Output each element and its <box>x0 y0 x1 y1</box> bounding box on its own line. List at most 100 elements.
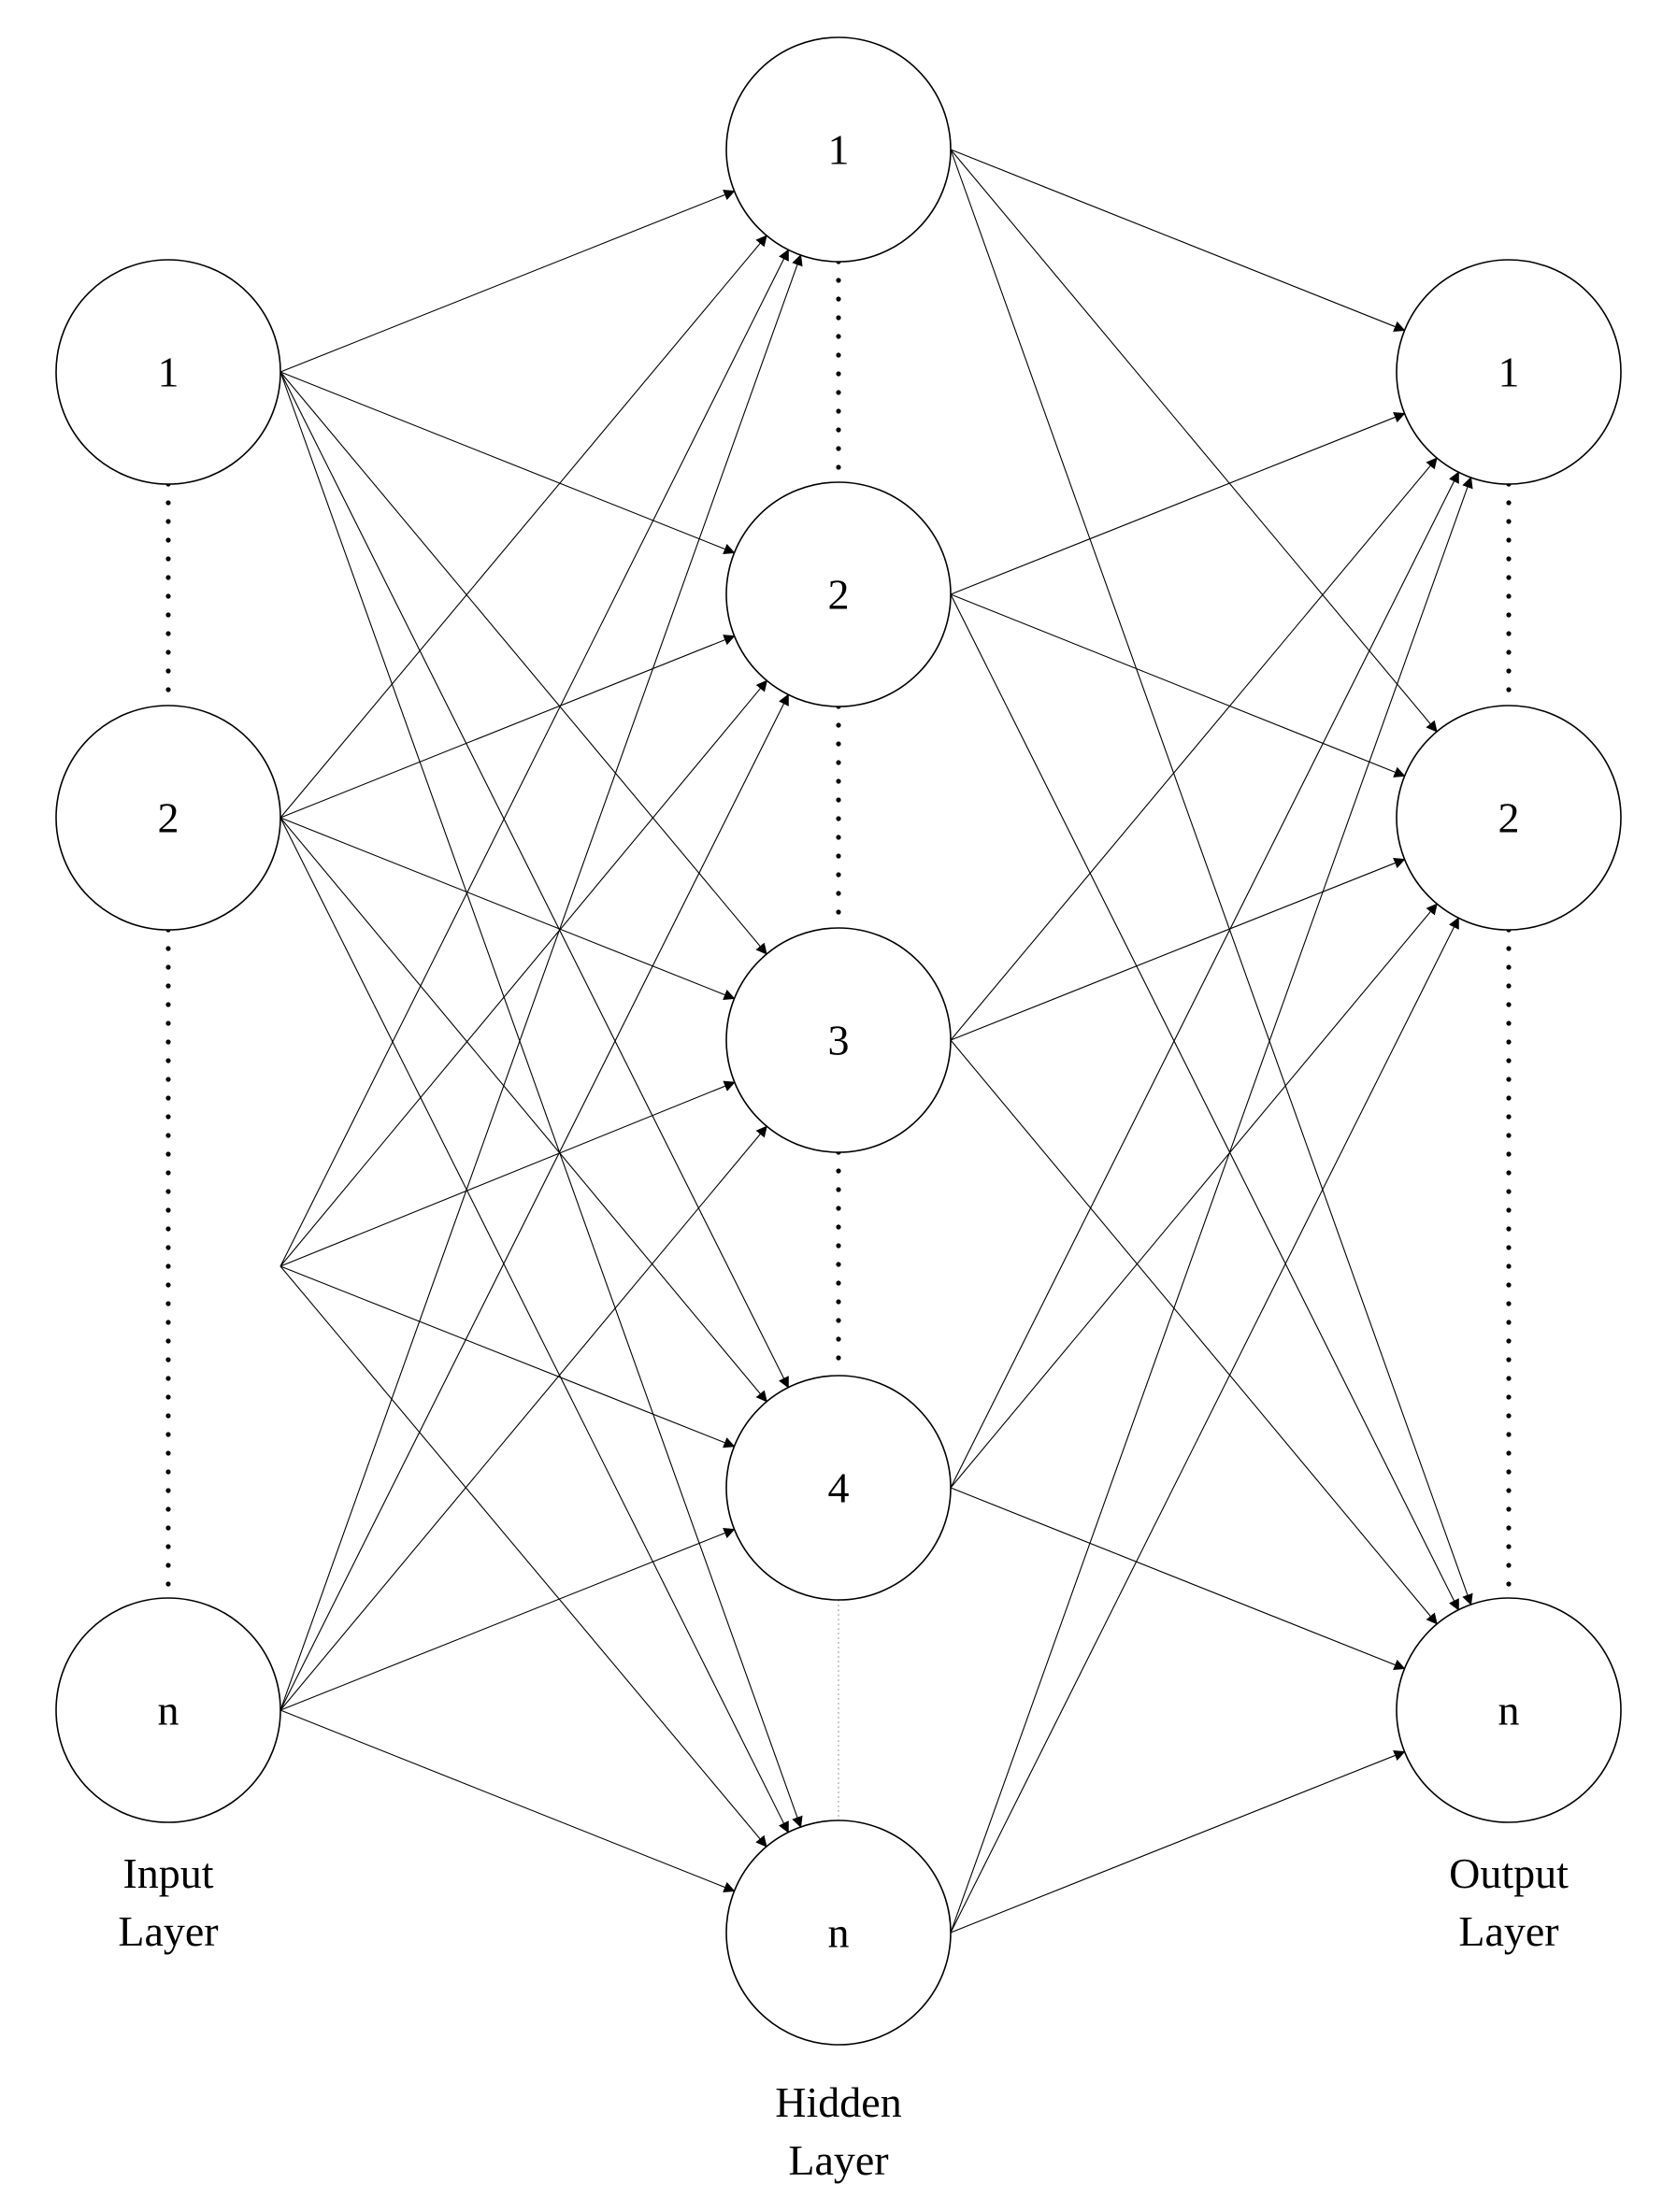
hidden-layer-label-line-1: Hidden <box>775 2078 901 2126</box>
edge-input-extra-to-hidden-5 <box>280 1265 767 1848</box>
edge-input-1-to-hidden-2 <box>280 371 736 555</box>
ellipsis-dot <box>836 1355 841 1361</box>
ellipsis-dot <box>165 612 171 618</box>
ellipsis-dot <box>836 1168 841 1174</box>
ellipsis-dot <box>836 427 841 433</box>
input-layer-label-line-2: Layer <box>118 1907 218 1955</box>
input-ellipsis-2-n <box>165 927 171 1587</box>
output-layer-label-line-1: Output <box>1449 1849 1569 1897</box>
ellipsis-dot <box>165 1151 171 1157</box>
ellipsis-dot <box>165 1506 171 1512</box>
edge-input-2-to-hidden-1 <box>280 235 767 819</box>
hidden-node-4-label: 4 <box>828 1464 850 1512</box>
ellipsis-dot <box>1506 1095 1512 1101</box>
input-node-2: 2 <box>55 705 281 931</box>
edge-hidden-3-to-output-1 <box>950 457 1438 1041</box>
ellipsis-dot <box>836 816 841 821</box>
edge-hidden-1-to-output-1 <box>950 149 1406 333</box>
ellipsis-dot <box>1506 1020 1512 1026</box>
output-layer-label-line-2: Layer <box>1458 1907 1558 1955</box>
ellipsis-dot <box>165 946 171 951</box>
ellipsis-dot <box>1506 1077 1512 1082</box>
ellipsis-dot <box>836 1262 841 1267</box>
ellipsis-dot <box>1506 1320 1512 1325</box>
ellipsis-dot <box>165 1488 171 1493</box>
ellipsis-dot <box>836 909 841 915</box>
edge-hidden-4-to-output-2 <box>950 903 1438 1489</box>
ellipsis-dot <box>1506 1207 1512 1213</box>
output-layer: 1 2 n <box>1396 259 1622 1823</box>
hidden-node-1: 1 <box>725 36 952 263</box>
output-ellipsis-2-n <box>1506 927 1512 1587</box>
ellipsis-dot <box>836 872 841 878</box>
ellipsis-dot <box>1506 946 1512 951</box>
ellipsis-dot <box>1506 668 1512 674</box>
ellipsis-dot <box>165 1544 171 1549</box>
output-node-1-label: 1 <box>1498 349 1520 396</box>
hidden-node-3-label: 3 <box>828 1017 850 1064</box>
ellipsis-dot <box>165 593 171 599</box>
ellipsis-dot <box>165 1226 171 1232</box>
ellipsis-dot <box>165 1189 171 1194</box>
ellipsis-dots <box>165 259 1512 1820</box>
ellipsis-dot <box>165 1469 171 1475</box>
ellipsis-dot <box>1506 612 1512 618</box>
input-layer-label: Input Layer <box>118 1849 218 1955</box>
output-ellipsis-1-2 <box>1506 481 1512 692</box>
hidden-ellipsis-3-4 <box>836 1149 841 1361</box>
edge-input-2-to-hidden-4 <box>280 817 767 1403</box>
ellipsis-dot <box>1506 1469 1512 1475</box>
ellipsis-dot <box>1506 1376 1512 1381</box>
ellipsis-dot <box>1506 1133 1512 1138</box>
ellipsis-dot <box>1506 1058 1512 1063</box>
ellipsis-dot <box>1506 1506 1512 1512</box>
ellipsis-dot <box>836 371 841 377</box>
hidden-layer: 1 2 3 4 n <box>725 36 952 2046</box>
edge-hidden-5-to-output-2 <box>950 917 1459 1934</box>
edge-hidden-4-to-output-1 <box>950 471 1459 1489</box>
input-layer-label-line-1: Input <box>122 1849 213 1897</box>
edge-input-extra-to-hidden-3 <box>280 1080 736 1267</box>
hidden-node-n: n <box>725 1820 952 2046</box>
ellipsis-dot <box>1506 1189 1512 1194</box>
output-layer-label: Output Layer <box>1449 1849 1569 1955</box>
ellipsis-dot <box>165 1039 171 1045</box>
ellipsis-dot <box>836 1206 841 1211</box>
ellipsis-dot <box>165 1170 171 1176</box>
edge-input-1-to-hidden-4 <box>280 371 789 1389</box>
ellipsis-dot <box>165 519 171 524</box>
input-node-n-label: n <box>158 1687 179 1734</box>
edge-hidden-3-to-output-3 <box>950 1039 1438 1625</box>
ellipsis-dot <box>165 1245 171 1250</box>
ellipsis-dot <box>165 668 171 674</box>
ellipsis-dot <box>165 687 171 692</box>
ellipsis-dot <box>165 575 171 580</box>
hidden-node-1-label: 1 <box>828 126 850 174</box>
ellipsis-dot <box>1506 1170 1512 1176</box>
edge-hidden-2-to-output-3 <box>950 593 1459 1611</box>
ellipsis-dot <box>836 1280 841 1286</box>
edge-hidden-4-to-output-3 <box>950 1487 1406 1671</box>
ellipsis-dot <box>836 891 841 896</box>
ellipsis-dot <box>836 278 841 283</box>
ellipsis-dot <box>1506 1413 1512 1419</box>
ellipsis-dot <box>165 1095 171 1101</box>
ellipsis-dot <box>165 1338 171 1344</box>
ellipsis-dot <box>165 1207 171 1213</box>
edge-input-1-to-hidden-1 <box>280 189 736 373</box>
ellipsis-dot <box>1506 1357 1512 1363</box>
edge-input-extra-to-hidden-2 <box>280 679 767 1267</box>
ellipsis-dot <box>1506 1301 1512 1306</box>
hidden-node-2: 2 <box>725 481 952 707</box>
ellipsis-dot <box>1506 1488 1512 1493</box>
ellipsis-dot <box>165 1357 171 1363</box>
ellipsis-dot <box>1506 1394 1512 1400</box>
input-node-2-label: 2 <box>158 794 179 842</box>
ellipsis-dot <box>165 1114 171 1120</box>
ellipsis-dot <box>1506 964 1512 970</box>
edge-hidden-5-to-output-3 <box>950 1749 1406 1934</box>
output-node-2: 2 <box>1396 705 1622 931</box>
ellipsis-dot <box>165 1450 171 1456</box>
ellipsis-dot <box>836 315 841 321</box>
